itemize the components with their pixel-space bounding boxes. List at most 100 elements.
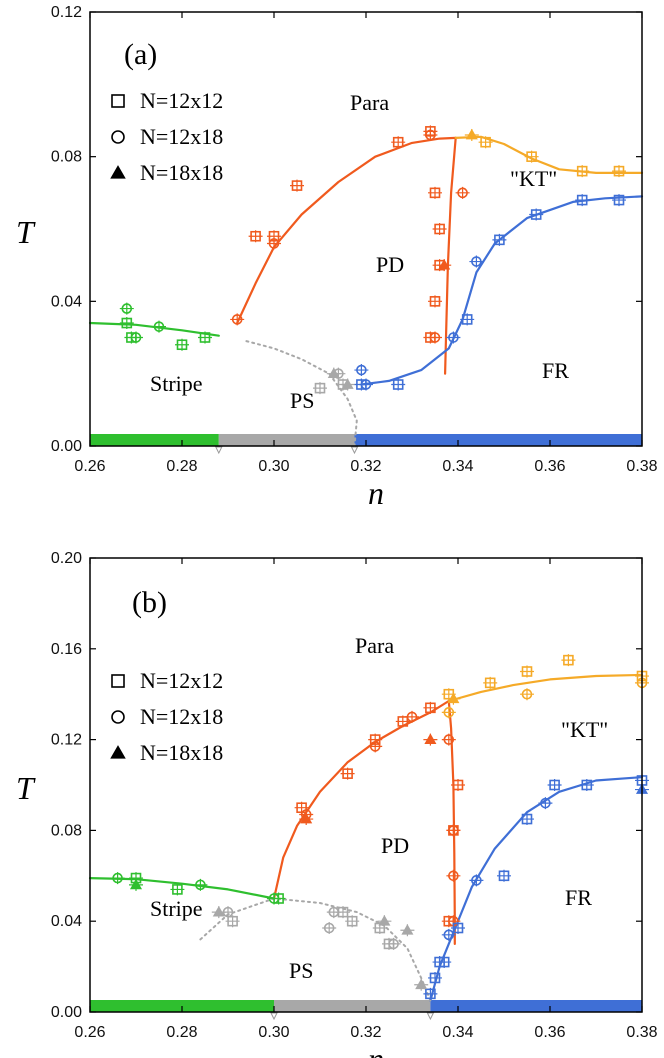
y-tick-label: 0.08 <box>51 822 82 839</box>
x-tick-label: 0.34 <box>442 1024 473 1041</box>
legend-entry-label: N=12x12 <box>140 88 223 113</box>
pd-point <box>392 136 404 148</box>
fr-point <box>540 797 551 809</box>
pd-point <box>429 296 441 307</box>
fr-point <box>429 972 441 984</box>
pd-point <box>457 187 468 199</box>
fr-point <box>494 234 505 246</box>
fr-point <box>425 988 436 1000</box>
region-label: "KT" <box>561 717 608 742</box>
stripe-point <box>199 332 211 343</box>
phase-boundary-marker <box>350 446 359 455</box>
y-tick-label: 0.00 <box>51 1004 82 1021</box>
para_kt-point <box>526 151 537 162</box>
region-label: PS <box>290 388 314 413</box>
stripe-point <box>172 884 183 895</box>
fr-point <box>530 209 542 220</box>
para_kt-point <box>465 128 478 140</box>
stripe-point <box>176 339 188 351</box>
region-label: FR <box>565 885 592 910</box>
fr-point <box>471 256 482 267</box>
ground-state-bar-ps <box>218 434 355 446</box>
legend-triangle-marker <box>110 745 126 759</box>
fr-boundary-curve <box>429 776 644 1002</box>
fr-point <box>521 813 533 825</box>
x-tick-label: 0.30 <box>258 1024 289 1041</box>
fr-point <box>360 379 372 390</box>
legend-square-marker <box>111 94 125 108</box>
ps-point <box>337 906 349 918</box>
pd-point <box>429 187 441 199</box>
x-tick-label: 0.34 <box>442 458 473 475</box>
pd-point <box>406 711 418 723</box>
y-tick-label: 0.16 <box>51 641 82 658</box>
ps-point <box>415 978 428 990</box>
fr-point <box>471 875 482 886</box>
fr-point <box>452 922 464 934</box>
legend-entry-label: N=18x18 <box>140 740 223 765</box>
para_kt-point <box>443 707 455 718</box>
stripe-point <box>273 893 284 904</box>
pd-point <box>448 825 459 836</box>
region-label: PD <box>376 252 404 277</box>
region-label: FR <box>542 358 569 383</box>
para_kt-point <box>521 688 533 700</box>
fr-point <box>581 779 593 791</box>
phase-boundary-marker <box>426 1012 435 1021</box>
para_kt-point <box>480 136 491 148</box>
region-label: "KT" <box>510 166 557 191</box>
stripe-point <box>129 878 143 890</box>
ps-point <box>212 905 225 917</box>
legend-entry-label: N=12x12 <box>140 668 223 693</box>
ps-point <box>314 382 326 394</box>
para_kt-point <box>563 654 574 666</box>
stripe-boundary-curve <box>88 877 276 900</box>
x-tick-label: 0.32 <box>350 1024 381 1041</box>
y-axis-title: T <box>16 770 36 806</box>
fr-point <box>438 956 450 968</box>
y-tick-label: 0.04 <box>51 913 82 930</box>
x-tick-label: 0.36 <box>534 458 565 475</box>
panel-label: (a) <box>124 38 157 71</box>
ps-point <box>401 924 414 935</box>
fr-point <box>498 870 510 882</box>
pd-point <box>424 733 437 744</box>
pd-point <box>397 716 409 727</box>
y-tick-label: 0.00 <box>51 438 82 455</box>
ground-state-bar-fr <box>354 434 642 446</box>
pd-point <box>342 768 353 779</box>
pd-point <box>429 332 441 343</box>
x-axis-title: n <box>368 1041 384 1058</box>
fr-point <box>356 364 367 376</box>
x-tick-label: 0.26 <box>74 1024 105 1041</box>
legend-circle-marker <box>111 130 125 144</box>
legend-entry-label: N=18x18 <box>140 160 223 185</box>
ground-state-bar-ps <box>274 1000 431 1012</box>
ground-state-bar-fr <box>430 1000 642 1012</box>
fr-boundary-curve <box>360 195 644 386</box>
fr-point <box>448 332 459 343</box>
pd-point <box>425 129 436 141</box>
y-tick-label: 0.12 <box>51 732 82 749</box>
fr-point <box>461 314 473 325</box>
ground-state-bar-stripe <box>90 434 219 446</box>
pd-point <box>250 230 261 242</box>
x-tick-label: 0.28 <box>166 1024 197 1041</box>
x-tick-label: 0.28 <box>166 458 197 475</box>
pd-boundary-curve <box>236 136 457 325</box>
pd-point <box>300 812 313 824</box>
ps-point <box>333 368 344 379</box>
x-tick-label: 0.26 <box>74 458 105 475</box>
region-label: Stripe <box>150 371 203 396</box>
pd-point <box>268 238 280 249</box>
y-tick-label: 0.20 <box>51 550 82 567</box>
pd-point <box>369 741 381 752</box>
pd-boundary-curve <box>447 699 456 945</box>
ps-point <box>341 378 354 389</box>
region-label: Para <box>355 633 394 658</box>
y-tick-label: 0.12 <box>51 4 82 21</box>
ps-point <box>346 915 358 927</box>
